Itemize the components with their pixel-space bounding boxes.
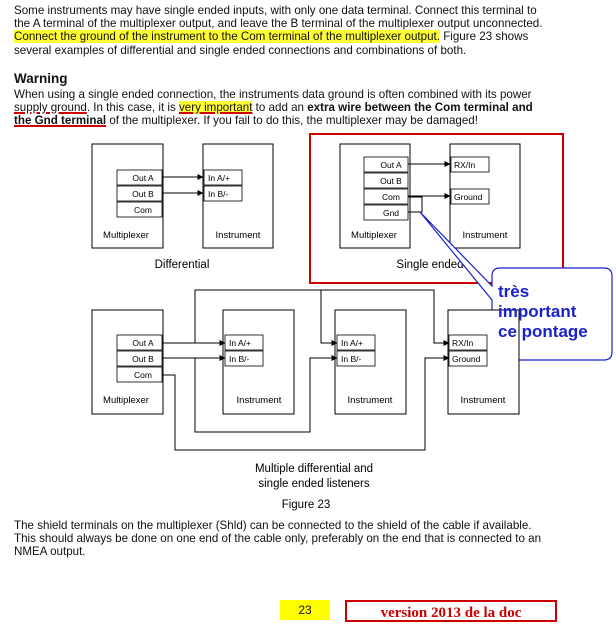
callout-line-2: important xyxy=(498,302,577,321)
page-number: 23 xyxy=(280,600,330,620)
se-mux-term-1: Out B xyxy=(380,176,402,186)
warning-line-3-rest: of the multiplexer. If you fail to do th… xyxy=(106,114,478,128)
diff-inst-label: Instrument xyxy=(216,230,261,241)
diff-mux-term-2: Com xyxy=(134,205,152,215)
multi-caption-1: Multiple differential and xyxy=(255,463,373,475)
shield-line-3: NMEA output. xyxy=(14,545,86,559)
mux-terminal-com xyxy=(116,201,163,218)
inst3-term-0: RX/In xyxy=(452,338,474,348)
multi-caption-2: single ended listeners xyxy=(258,478,369,490)
intro-line-4: several examples of differential and sin… xyxy=(14,43,467,57)
diff-mux-term-1: Out B xyxy=(132,189,154,199)
diff-inst-term-1: In B/- xyxy=(208,189,228,199)
inst-terminal-ground xyxy=(450,188,490,205)
multiple-listeners-example: Out A Out B Com Multiplexer In A/+ In B/… xyxy=(91,289,520,451)
version-stamp: version 2013 de la doc xyxy=(345,600,557,622)
figure-caption: Figure 23 xyxy=(282,499,331,511)
se-mux-term-0: Out A xyxy=(380,160,402,170)
inst1-term-0: In A/+ xyxy=(229,338,251,348)
multi-mux-term-1: Out B xyxy=(132,354,154,364)
se-mux-term-3: Gnd xyxy=(383,208,399,218)
inst2-label: Instrument xyxy=(348,395,393,406)
shield-paragraph: The shield terminals on the multiplexer … xyxy=(14,519,604,559)
warning-paragraph: When using a single ended connection, th… xyxy=(14,88,604,128)
com-gnd-jumper xyxy=(408,196,423,213)
callout-note: très important ce pontage xyxy=(498,282,610,342)
warning-bold-1: extra wire between the Com terminal and xyxy=(307,101,533,115)
mux-terminal-out-b xyxy=(363,172,409,189)
warning-line-2c: to add an xyxy=(252,101,308,115)
inst2-term-1: In B/- xyxy=(341,354,361,364)
se-inst-label: Instrument xyxy=(463,230,508,241)
inst-terminal-b xyxy=(203,185,243,202)
intro-line-1: Some instruments may have single ended i… xyxy=(14,4,537,17)
callout-line-3: ce pontage xyxy=(498,322,588,341)
se-mux-label: Multiplexer xyxy=(351,230,397,241)
inst1-label: Instrument xyxy=(237,395,282,406)
callout-line-1: très xyxy=(498,282,530,301)
warning-heading: Warning xyxy=(14,71,68,86)
multi-mux-term-0: Out A xyxy=(132,338,154,348)
shield-line-1: The shield terminals on the multiplexer … xyxy=(14,519,532,532)
se-inst-term-1: Ground xyxy=(454,192,483,202)
warning-bold-2: the Gnd terminal xyxy=(14,114,107,128)
single-ended-example: Out A Out B Com Gnd Multiplexer RX/In Gr… xyxy=(339,143,521,249)
inst3-term-1: Ground xyxy=(452,354,481,364)
warning-supply-ground: supply ground xyxy=(14,101,87,115)
diff-mux-label: Multiplexer xyxy=(103,230,149,241)
intro-highlight: Connect the ground of the instrument to … xyxy=(14,30,440,44)
diff-inst-term-0: In A/+ xyxy=(208,173,230,183)
intro-paragraph: Some instruments may have single ended i… xyxy=(14,4,604,57)
inst3-label: Instrument xyxy=(461,395,506,406)
se-mux-term-2: Com xyxy=(382,192,400,202)
se-inst-term-0: RX/In xyxy=(454,160,476,170)
intro-line-3-rest: Figure 23 shows xyxy=(439,30,529,44)
multi-mux-term-2: Com xyxy=(134,370,152,380)
single-ended-caption: Single ended xyxy=(396,259,463,271)
inst-terminal-rx xyxy=(450,156,490,173)
differential-example: Out A Out B Com Multiplexer In A/+ In B/… xyxy=(91,143,274,249)
warning-line-2b: . In this case, it is xyxy=(86,101,179,115)
inst1-term-1: In B/- xyxy=(229,354,249,364)
inst2-term-0: In A/+ xyxy=(341,338,363,348)
inst-terminal-a xyxy=(203,169,243,186)
multi-mux-label: Multiplexer xyxy=(103,395,149,406)
intro-line-2: the A terminal of the multiplexer output… xyxy=(14,17,543,31)
single-ended-red-frame xyxy=(309,133,564,284)
differential-caption: Differential xyxy=(155,259,210,271)
warning-line-1: When using a single ended connection, th… xyxy=(14,88,532,101)
shield-line-2: This should always be done on one end of… xyxy=(14,532,542,546)
diff-mux-term-0: Out A xyxy=(132,173,154,183)
warning-very-important: very important xyxy=(178,101,253,115)
